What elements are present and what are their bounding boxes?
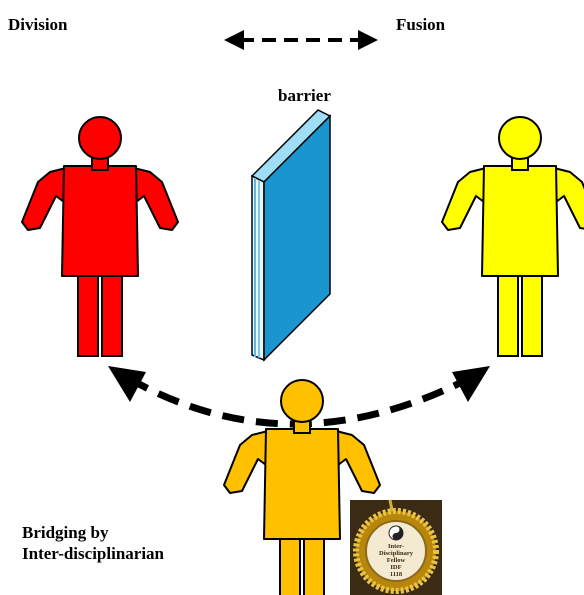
barrier-label: barrier	[278, 86, 331, 105]
medal-inscription-line: Disciplinary	[379, 550, 414, 557]
medal-inscription-line: IDF	[390, 564, 401, 571]
division-label: Division	[8, 15, 68, 34]
barrier-panel	[250, 109, 332, 362]
yin-yang-icon	[388, 525, 404, 541]
fusion-label: Fusion	[396, 15, 446, 34]
medal-inscription-line: Fellow	[387, 557, 406, 564]
top-double-arrow	[224, 30, 378, 50]
medal-inscription-line: Inter-	[388, 543, 404, 550]
bridging-label-line1: Bridging by	[22, 523, 109, 542]
bridging-label: Bridging by Inter-disciplinarian	[22, 522, 164, 564]
medal-inscription-line: 1118	[390, 571, 403, 578]
fusion-person-figure	[441, 116, 584, 357]
division-person-figure	[21, 116, 179, 357]
bridging-label-line2: Inter-disciplinarian	[22, 544, 164, 563]
